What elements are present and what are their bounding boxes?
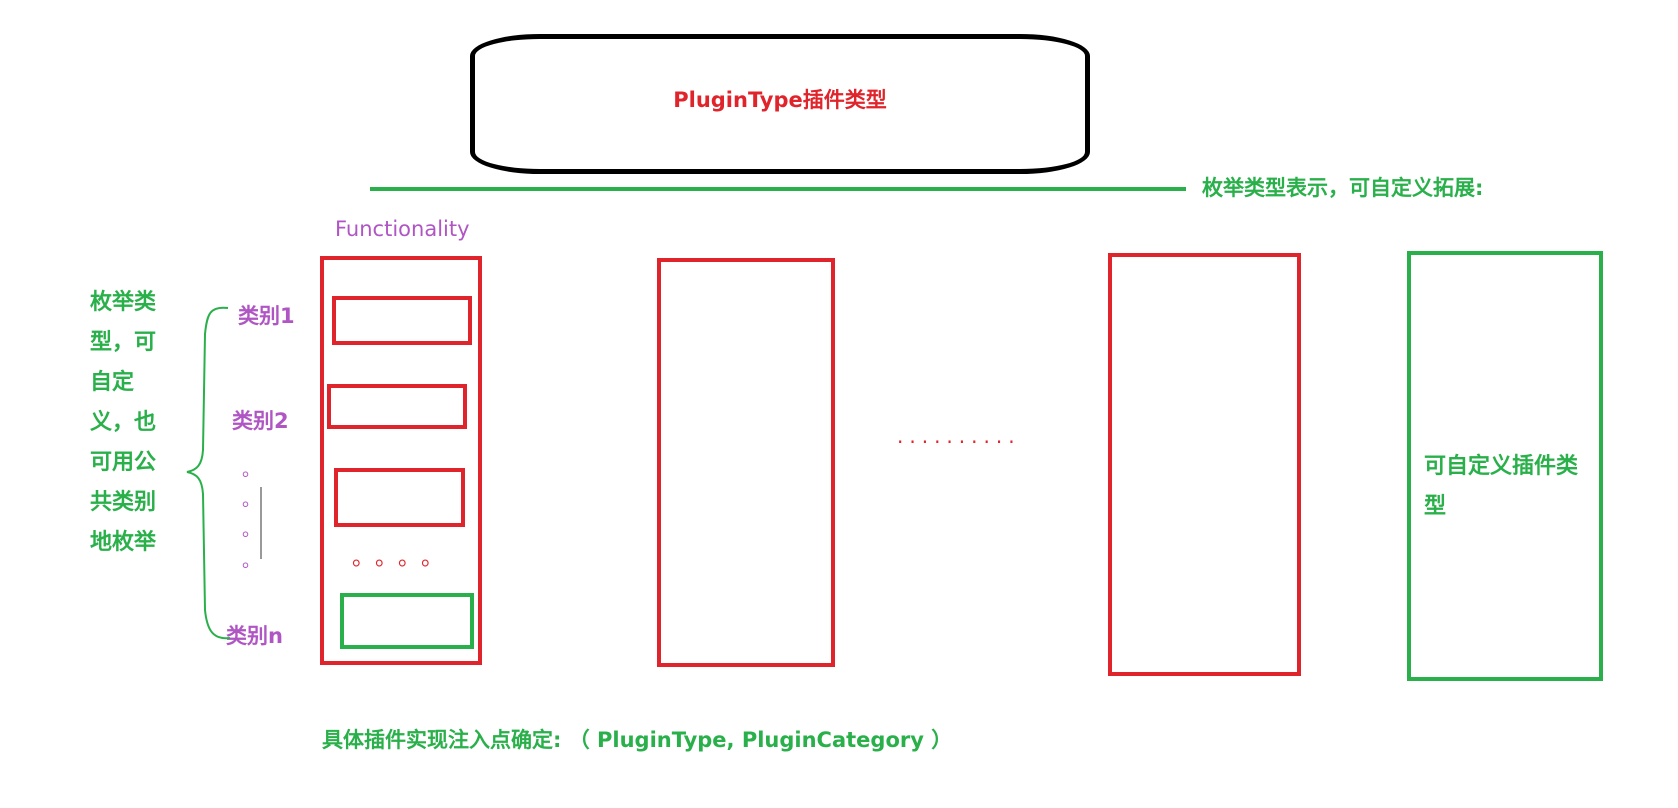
plugin-type-title: PluginType插件类型 bbox=[673, 88, 887, 112]
plugin-type-column-3 bbox=[1108, 253, 1301, 676]
category-1-label: 类别1 bbox=[238, 304, 295, 328]
vertical-ellipsis-dot: 。 bbox=[242, 460, 260, 481]
category-n-box bbox=[340, 593, 474, 649]
enum-category-note: 枚举类型，可自定义，也可用公共类别地枚举 bbox=[90, 290, 157, 555]
vertical-ellipsis-dot: 。 bbox=[242, 551, 260, 572]
functionality-label: Functionality bbox=[335, 217, 470, 241]
plugin-type-column-2 bbox=[657, 258, 835, 667]
category-3-box bbox=[334, 468, 465, 527]
custom-plugin-type-column bbox=[1407, 251, 1603, 681]
left-brace bbox=[186, 306, 231, 640]
category-1-box bbox=[332, 296, 472, 345]
injection-point-note: 具体插件实现注入点确定: （ PluginType, PluginCategor… bbox=[322, 728, 953, 752]
vertical-ellipsis-dot: 。 bbox=[242, 520, 260, 541]
category-2-label: 类别2 bbox=[232, 409, 289, 433]
vertical-ellipsis-dot: 。 bbox=[242, 490, 260, 511]
category-2-box bbox=[327, 384, 467, 429]
enum-divider-line bbox=[370, 187, 1186, 191]
vertical-separator-line bbox=[260, 487, 262, 559]
middle-ellipsis: ·········· bbox=[897, 430, 1021, 454]
functionality-column bbox=[320, 256, 482, 665]
category-n-label: 类别n bbox=[226, 624, 283, 648]
inner-ellipsis: 。。。。 bbox=[352, 546, 456, 571]
enum-extension-note: 枚举类型表示，可自定义拓展: bbox=[1202, 176, 1484, 200]
custom-plugin-type-label: 可自定义插件类型 bbox=[1424, 454, 1579, 519]
plugin-type-header-box bbox=[470, 34, 1090, 174]
